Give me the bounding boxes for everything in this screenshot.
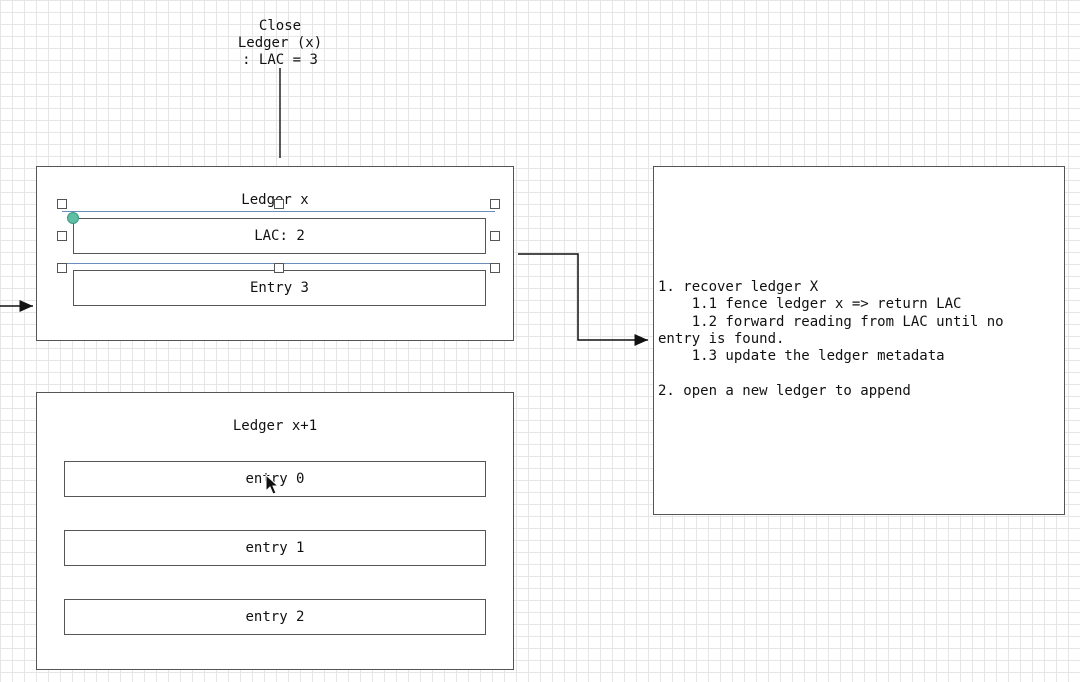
resize-handle-top-right[interactable]: [490, 199, 500, 209]
ledger-x-lac-entry[interactable]: LAC: 2: [73, 218, 486, 254]
resize-handle-top-mid[interactable]: [274, 199, 284, 209]
resize-handle-bottom-left[interactable]: [57, 263, 67, 273]
ledger-x1-entry-2[interactable]: entry 2: [64, 599, 486, 635]
ledger-x-entry-3[interactable]: Entry 3: [73, 270, 486, 306]
selection-top-edge: [62, 211, 495, 212]
recovery-notes-box[interactable]: [653, 166, 1065, 515]
recover-arrow[interactable]: [518, 253, 648, 346]
ledger-x1-title: Ledger x+1: [232, 418, 318, 434]
recovery-notes-text: 1. recover ledger X 1.1 fence ledger x =…: [658, 279, 1004, 399]
resize-handle-bottom-mid[interactable]: [274, 263, 284, 273]
resize-handle-mid-left[interactable]: [57, 231, 67, 241]
resize-handle-top-left[interactable]: [57, 199, 67, 209]
close-ledger-label[interactable]: Close Ledger (x) : LAC = 3: [237, 18, 323, 68]
resize-handle-mid-right[interactable]: [490, 231, 500, 241]
mouse-pointer-icon: [265, 474, 280, 495]
rotate-handle[interactable]: [67, 212, 79, 224]
resize-handle-bottom-right[interactable]: [490, 263, 500, 273]
ledger-x1-entry-1[interactable]: entry 1: [64, 530, 486, 566]
